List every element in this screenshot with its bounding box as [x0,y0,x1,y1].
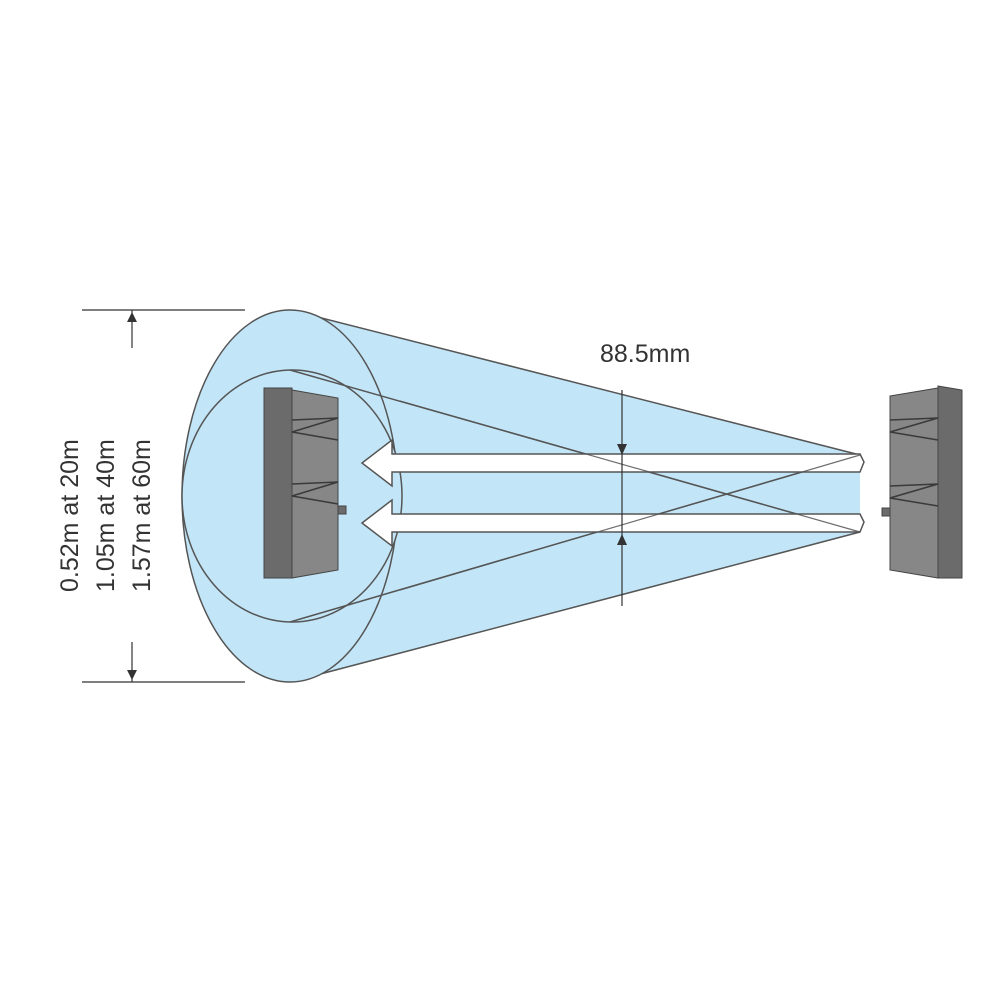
transmitter-body [937,385,963,579]
beam-arrow-upper [360,438,865,488]
receiver-mount-tab [337,505,347,515]
receiver-lens-lower [291,481,339,505]
transmitter-device [881,385,963,579]
receiver-face [291,389,339,579]
transmitter-face [889,387,939,579]
beam-line-upper-cross-overlay [399,400,861,533]
beam-diameter-label-40m: 1.05m at 40m [92,439,120,592]
beam-cone-lower-edge [289,531,861,683]
beam-spacing-dimension: 88.5mm [600,340,690,606]
beam-spacing-label: 88.5mm [600,340,690,368]
transmitter-lens-upper [889,417,939,441]
beam-arrow-lower [360,498,865,548]
receiver-lens-upper [291,417,339,441]
beam-diameter-label-20m: 0.52m at 20m [56,439,84,592]
transmitter-lens-lower [889,483,939,507]
beam-diameter-arrowhead-top [127,312,137,322]
beam-diameter-label-60m: 1.57m at 60m [128,439,156,592]
beam-diameter-dimension: 0.52m at 20m 1.05m at 40m 1.57m at 60m [56,309,245,683]
beam-cone-upper-edge [289,309,861,456]
beam-arrows [360,438,865,548]
transmitter-mount-tab [881,507,891,517]
beam-cone [289,309,861,683]
receiver-body [263,387,293,579]
beam-cone-fill [290,310,860,682]
beam-line-lower-cross-overlay [399,454,861,591]
beam-spacing-arrowhead-top [617,444,627,455]
receiver-device [263,387,347,579]
beam-spacing-arrowhead-bottom [617,534,627,545]
beam-diameter-arrowhead-bottom [127,670,137,680]
